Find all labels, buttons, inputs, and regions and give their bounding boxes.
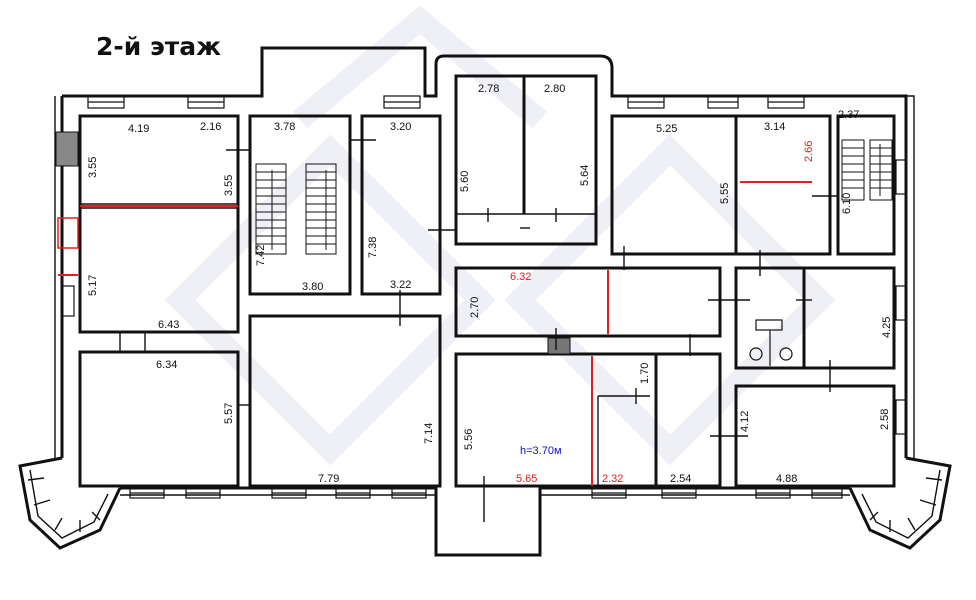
floor-title: 2-й этаж <box>96 32 222 61</box>
watermark <box>164 5 836 466</box>
hatch-marks <box>55 131 571 355</box>
dim-label: 6.32 <box>510 271 531 283</box>
dim-label: 7.79 <box>318 473 339 485</box>
dim-label: 6.34 <box>156 359 177 371</box>
dim-label: 5.55 <box>719 183 731 204</box>
dim-label: 4.25 <box>881 317 893 338</box>
dim-label: 7.42 <box>255 245 267 266</box>
dim-label: 4.88 <box>776 473 797 485</box>
windows-top <box>87 95 805 109</box>
dim-label: 5.60 <box>459 171 471 192</box>
dim-label: 5.64 <box>579 165 591 186</box>
dim-label: 5.56 <box>463 429 475 450</box>
dim-label: 5.57 <box>223 403 235 424</box>
ceiling-height-label: h=3.70м <box>520 445 562 457</box>
dim-label: 6.10 <box>841 193 853 214</box>
wc-fixtures <box>749 319 793 366</box>
door-marks <box>119 130 838 522</box>
dim-label: 3.55 <box>87 157 99 178</box>
dim-label: 3.78 <box>274 121 295 133</box>
red-partitions <box>57 181 812 486</box>
dim-label: 3.80 <box>302 281 323 293</box>
dim-label: 3.22 <box>390 279 411 291</box>
dim-label: 2.66 <box>803 141 815 162</box>
dim-label: 5.17 <box>87 275 99 296</box>
dim-label: 7.14 <box>423 423 435 444</box>
dim-label: 2.80 <box>544 83 565 95</box>
dim-label: 4.19 <box>128 123 149 135</box>
rooms <box>78 74 896 488</box>
dim-label: 2.37 <box>838 109 859 121</box>
dim-label: 2.16 <box>200 121 221 133</box>
dim-label: 2.78 <box>478 83 499 95</box>
dim-label: 2.70 <box>469 297 481 318</box>
dim-label: 1.70 <box>639 363 651 384</box>
windows-bottom <box>129 487 843 499</box>
dim-label: 2.32 <box>602 473 623 485</box>
right-bay <box>848 456 952 550</box>
dim-label: 6.43 <box>158 319 179 331</box>
left-bay <box>18 456 122 550</box>
dim-label: 5.25 <box>656 123 677 135</box>
dimension-labels: 4.19 2.16 3.78 3.20 2.78 2.80 5.25 3.14 … <box>87 83 893 485</box>
dim-label: 3.14 <box>764 121 785 133</box>
staircase-right <box>841 139 893 201</box>
windows-side <box>61 159 907 435</box>
dim-label: 4.12 <box>739 411 751 432</box>
staircase-left <box>255 163 337 255</box>
dim-label: 7.38 <box>367 237 379 258</box>
dim-label: 3.20 <box>390 121 411 133</box>
dim-label: 2.58 <box>879 409 891 430</box>
dim-label: 5.65 <box>516 473 537 485</box>
dim-label: 3.55 <box>223 175 235 196</box>
dim-label: 2.54 <box>670 473 691 485</box>
